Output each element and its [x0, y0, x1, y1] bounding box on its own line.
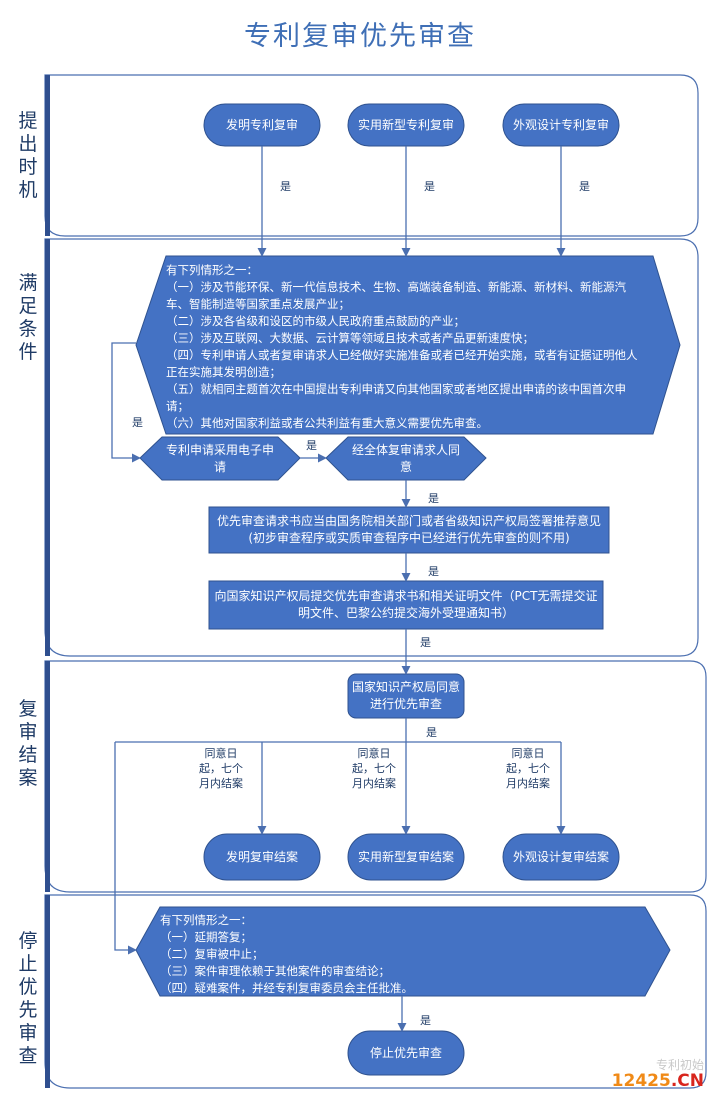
condition-item-2: （二）涉及各省级和设区的市级人民政府重点鼓励的产业；: [166, 314, 465, 328]
invention-close-label: 发明复审结案: [225, 849, 298, 864]
yes-label-cnipa: 是: [426, 726, 437, 739]
lane-tabs: [45, 75, 50, 1088]
stop-item-3: （三）案件审理依赖于其他案件的审查结论；: [160, 964, 390, 978]
lane-timing: [44, 74, 699, 237]
yes-label-agree: 是: [428, 492, 439, 505]
yes-label-invention: 是: [280, 180, 291, 193]
utility-review-label: 实用新型专利复审: [357, 117, 454, 132]
lane-conditions: [44, 238, 699, 657]
lane-label-conditions: 满足条件: [18, 272, 38, 363]
stop-conditions-text: 有下列情形之一： （一）延期答复； （二）复审被中止； （三）案件审理依赖于其他…: [160, 912, 630, 997]
yes-label-design: 是: [579, 180, 590, 193]
utility-close-label: 实用新型复审结案: [357, 849, 454, 864]
watermark-faded-text: 专利初始: [655, 1058, 704, 1072]
yes-label-utility: 是: [424, 180, 435, 193]
stop-intro: 有下列情形之一：: [160, 913, 252, 927]
conditions-text: 有下列情形之一： （一）涉及节能环保、新一代信息技术、生物、高端装备制造、新能源…: [166, 262, 642, 432]
stop-item-2: （二）复审被中止；: [160, 947, 264, 961]
nodes: [135, 103, 681, 1076]
conditions-intro: 有下列情形之一：: [166, 263, 258, 277]
condition-item-5: （五）就相同主题首次在中国提出专利申请又向其他国家或者地区提出申请的该中国首次申…: [166, 382, 626, 413]
yes-label-submit: 是: [420, 636, 431, 649]
watermark-digits: 12425: [611, 1071, 671, 1091]
submit-label: 向国家知识产权局提交优先审查请求书和相关证明文件（PCT无需提交证明文件、巴黎公…: [214, 589, 598, 620]
condition-item-1: （一）涉及节能环保、新一代信息技术、生物、高端装备制造、新能源、新材料、新能源汽…: [166, 280, 626, 311]
electronic-filing-label: 专利申请采用电子申请: [166, 442, 275, 474]
stop-item-4: （四）疑难案件，并经专利复审委员会主任批准。: [160, 981, 413, 995]
invention-review-label: 发明专利复审: [225, 117, 298, 132]
condition-item-3: （三）涉及互联网、大数据、云计算等领域且技术或者产品更新速度快；: [166, 331, 534, 345]
lane-label-review-close: 复审结案: [18, 698, 38, 789]
stop-item-1: （一）延期答复；: [160, 930, 252, 944]
condition-item-4: （四）专利申请人或者复审请求人已经做好实施准备或者已经开始实施，或者有证据证明他…: [166, 348, 638, 379]
yes-label-stop: 是: [420, 1014, 431, 1027]
lane-label-stop: 停止优先审查: [18, 930, 38, 1067]
condition-item-6: （六）其他对国家利益或者公共利益有重大意义需要优先审查。: [166, 416, 488, 430]
cnipa-agree-label: 国家知识产权局同意进行优先审查: [352, 680, 461, 711]
conditions-hexagon: [135, 255, 681, 435]
yes-label-recommend: 是: [428, 565, 439, 578]
all-agree-label: 经全体复审请求人同意: [352, 442, 461, 474]
yes-label-loop: 是: [132, 416, 143, 429]
seven-month-label-utility: 同意日起，七个月内结案: [352, 747, 396, 790]
lane-stop: [44, 894, 707, 1089]
stop-priority-label: 停止优先审查: [369, 1045, 442, 1060]
recommendation-label: 优先审查请求书应当由国务院相关部门或者省级知识产权局签署推荐意见(初步审查程序或…: [216, 514, 601, 545]
design-review-label: 外观设计专利复审: [512, 117, 609, 132]
watermark-suffix: .CN: [670, 1071, 704, 1091]
seven-month-label-design: 同意日起，七个月内结案: [506, 747, 550, 790]
design-close-label: 外观设计复审结案: [512, 849, 609, 864]
site-watermark: 专利初始 12425.CN: [612, 1056, 704, 1091]
seven-month-label-invention: 同意日起，七个月内结案: [199, 747, 243, 790]
yes-label-electronic: 是: [306, 439, 317, 452]
page-title: 专利复审优先审查: [244, 21, 476, 52]
lane-label-timing: 提出时机: [18, 110, 38, 201]
lane-review-close: [44, 660, 707, 893]
connectors: [111, 146, 566, 1032]
